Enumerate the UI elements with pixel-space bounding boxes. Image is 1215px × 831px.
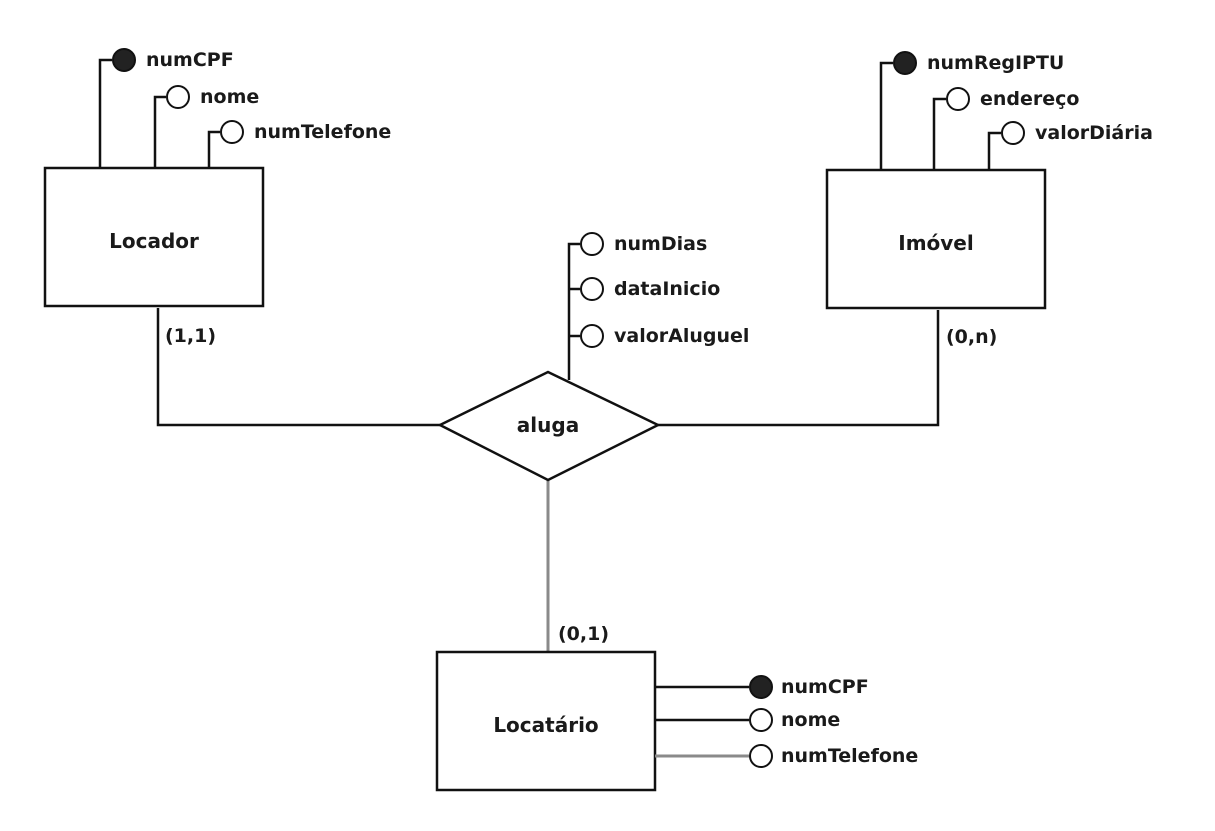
entity-locatario: Locatário numCPF nome numTelefone — [435, 650, 918, 792]
entity-locador: numCPF nome numTelefone Locador — [43, 48, 391, 308]
imovel-attr-endereco: endereço — [980, 88, 1079, 110]
locador-box — [43, 166, 265, 308]
aluga-name: aluga — [517, 413, 579, 437]
locatario-attr-nome: nome — [781, 709, 840, 731]
locatario-attribute-dot — [749, 744, 773, 768]
locador-key-attribute-dot — [112, 48, 136, 72]
aluga-attribute-dot — [580, 277, 604, 301]
imovel-attribute-dot — [1001, 121, 1025, 145]
aluga-attr-valoraluguel: valorAluguel — [614, 325, 749, 347]
locatario-attr-numcpf: numCPF — [781, 676, 869, 698]
locatario-attribute-dot — [749, 708, 773, 732]
locador-attr-nome: nome — [200, 86, 259, 108]
aluga-attribute-stem — [567, 242, 580, 380]
locatario-attr-numtelefone: numTelefone — [781, 745, 918, 767]
imovel-key-attribute-dot — [893, 51, 917, 75]
entity-imovel: numRegIPTU endereço valorDiária Imóvel — [825, 51, 1153, 310]
cardinality-imovel: (0,n) — [946, 326, 997, 348]
relationship-aluga: numDias dataInicio valorAluguel aluga — [156, 232, 940, 652]
locador-line-numtelefone — [207, 130, 220, 168]
locatario-box — [435, 650, 657, 792]
aluga-diamond — [437, 370, 661, 482]
aluga-attribute-dot — [580, 324, 604, 348]
locador-line-nome — [153, 95, 166, 168]
imovel-line-numregiptu — [879, 61, 893, 170]
locador-name: Locador — [109, 229, 199, 253]
imovel-box — [825, 168, 1047, 310]
imovel-line-valordiaria — [987, 131, 1001, 170]
locador-attribute-dot — [166, 85, 190, 109]
imovel-attribute-dot — [946, 87, 970, 111]
connector-locador-aluga — [156, 308, 440, 427]
aluga-attr-datainicio: dataInicio — [614, 278, 720, 300]
locador-attr-numcpf: numCPF — [146, 49, 234, 71]
aluga-attribute-dot — [580, 232, 604, 256]
imovel-name: Imóvel — [898, 231, 973, 255]
aluga-attr-numdias: numDias — [614, 233, 707, 255]
locador-line-numcpf — [98, 58, 112, 168]
locatario-name: Locatário — [493, 713, 598, 737]
locador-attribute-dot — [220, 120, 244, 144]
imovel-attr-valordiaria: valorDiária — [1035, 122, 1153, 144]
imovel-attr-numregiptu: numRegIPTU — [927, 52, 1064, 74]
cardinality-locador: (1,1) — [165, 325, 216, 347]
imovel-line-endereco — [932, 97, 946, 170]
locador-attr-numtelefone: numTelefone — [254, 121, 391, 143]
cardinality-locatario: (0,1) — [558, 623, 609, 645]
locatario-key-attribute-dot — [749, 675, 773, 699]
connector-imovel-aluga — [658, 310, 940, 427]
